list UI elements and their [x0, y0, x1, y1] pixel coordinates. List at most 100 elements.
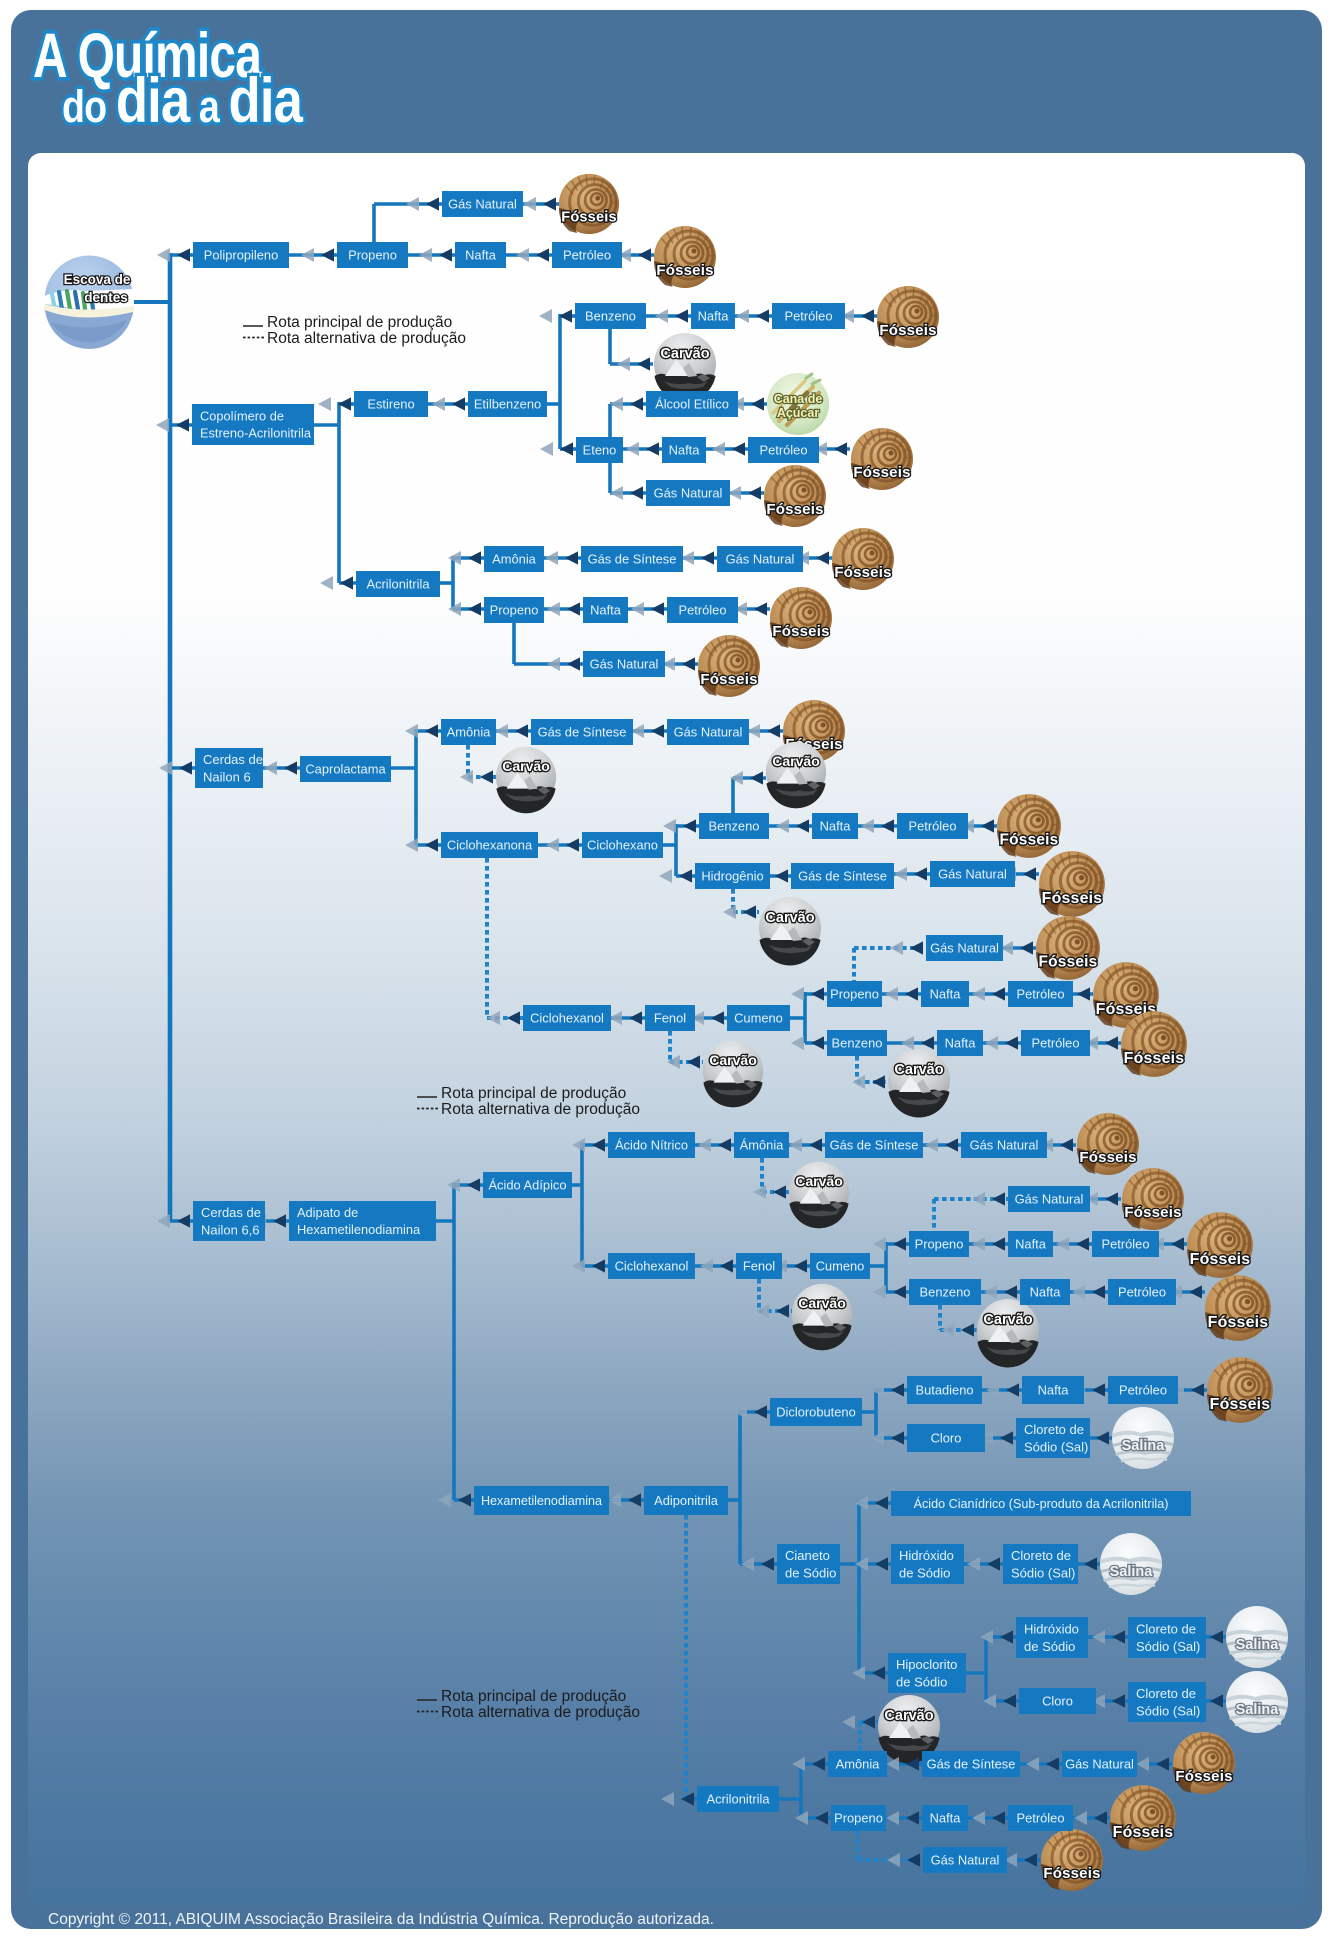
svg-text:Gás de Síntese: Gás de Síntese [588, 552, 677, 567]
svg-text:Propeno: Propeno [915, 1237, 964, 1252]
svg-text:Polipropileno: Polipropileno [204, 248, 279, 263]
svg-text:Cerdas de: Cerdas de [203, 752, 263, 767]
svg-text:Gás Natural: Gás Natural [970, 1138, 1039, 1153]
svg-text:Gás Natural: Gás Natural [930, 941, 999, 956]
svg-text:Rota alternativa de produção: Rota alternativa de produção [441, 1101, 640, 1118]
svg-text:Petróleo: Petróleo [678, 603, 726, 618]
svg-text:Sódio (Sal): Sódio (Sal) [1011, 1565, 1075, 1580]
svg-text:Copyright © 2011, ABIQUIM Asso: Copyright © 2011, ABIQUIM Associação Bra… [48, 1911, 714, 1928]
svg-text:Gás Natural: Gás Natural [726, 552, 795, 567]
svg-text:Álcool Etílico: Álcool Etílico [655, 397, 729, 412]
svg-text:Propeno: Propeno [490, 603, 539, 618]
svg-text:Nafta: Nafta [1030, 1285, 1062, 1300]
svg-text:Butadieno: Butadieno [915, 1383, 973, 1398]
svg-text:Escova de: Escova de [64, 272, 131, 287]
svg-text:Nafta: Nafta [930, 987, 962, 1002]
svg-text:Fenol: Fenol [743, 1259, 775, 1274]
svg-text:Estireno: Estireno [367, 397, 414, 412]
svg-text:de Sódio: de Sódio [1024, 1639, 1075, 1654]
svg-text:Nafta: Nafta [590, 603, 622, 618]
svg-text:Petróleo: Petróleo [1119, 1383, 1167, 1398]
svg-text:Acrilonitrila: Acrilonitrila [706, 1792, 770, 1807]
svg-text:Petróleo: Petróleo [563, 248, 611, 263]
svg-text:Acrilonitrila: Acrilonitrila [366, 577, 430, 592]
svg-text:Cumeno: Cumeno [734, 1011, 783, 1026]
svg-text:Cloro: Cloro [1042, 1694, 1073, 1709]
svg-text:Gás Natural: Gás Natural [654, 486, 723, 501]
svg-text:Nafta: Nafta [698, 309, 730, 324]
svg-text:Cumeno: Cumeno [816, 1259, 865, 1274]
svg-text:Ácido Cianídrico (Sub-produto: Ácido Cianídrico (Sub-produto da Acrilon… [914, 1496, 1169, 1511]
svg-text:Benzeno: Benzeno [585, 309, 636, 324]
svg-text:Cloreto de: Cloreto de [1136, 1686, 1196, 1701]
svg-text:Ciclohexanol: Ciclohexanol [530, 1011, 604, 1026]
svg-text:Gás Natural: Gás Natural [448, 197, 517, 212]
svg-text:Nafta: Nafta [820, 819, 852, 834]
svg-text:Copolímero de: Copolímero de [200, 409, 284, 424]
svg-text:Nafta: Nafta [669, 443, 701, 458]
svg-text:Adiponitrila: Adiponitrila [654, 1493, 719, 1508]
svg-text:Gás Natural: Gás Natural [674, 725, 743, 740]
svg-text:Adipato de: Adipato de [297, 1205, 358, 1220]
svg-text:Hexametilenodiamina: Hexametilenodiamina [297, 1222, 421, 1237]
svg-text:Gás de Síntese: Gás de Síntese [798, 869, 887, 884]
svg-text:Hexametilenodiamina: Hexametilenodiamina [481, 1494, 602, 1508]
svg-text:Ámônia: Ámônia [740, 1138, 785, 1153]
svg-text:Sódio (Sal): Sódio (Sal) [1024, 1439, 1088, 1454]
svg-text:Petróleo: Petróleo [1031, 1036, 1079, 1051]
svg-text:Rota alternativa de produção: Rota alternativa de produção [267, 330, 466, 347]
svg-text:Rota alternativa de produção: Rota alternativa de produção [441, 1704, 640, 1721]
svg-text:Caprolactama: Caprolactama [305, 762, 386, 777]
svg-text:Nafta: Nafta [945, 1036, 977, 1051]
svg-text:Hidróxido: Hidróxido [1024, 1622, 1079, 1637]
svg-text:Diclorobuteno: Diclorobuteno [776, 1405, 856, 1420]
svg-text:de Sódio: de Sódio [899, 1565, 950, 1580]
svg-text:Nailon 6,6: Nailon 6,6 [201, 1222, 260, 1237]
svg-text:Petróleo: Petróleo [759, 443, 807, 458]
svg-text:Nailon 6: Nailon 6 [203, 769, 251, 784]
svg-text:Cloreto de: Cloreto de [1011, 1548, 1071, 1563]
svg-text:Etilbenzeno: Etilbenzeno [474, 397, 541, 412]
svg-text:dentes: dentes [84, 290, 128, 305]
svg-text:Petróleo: Petróleo [1101, 1237, 1149, 1252]
svg-text:Ácido Adípico: Ácido Adípico [488, 1178, 566, 1193]
svg-text:Petróleo: Petróleo [784, 309, 832, 324]
svg-text:Ciclohexanona: Ciclohexanona [447, 838, 533, 853]
svg-text:Benzeno: Benzeno [832, 1036, 883, 1051]
svg-text:Gás Natural: Gás Natural [938, 867, 1007, 882]
svg-text:Gás de Síntese: Gás de Síntese [927, 1757, 1016, 1772]
svg-text:Propeno: Propeno [834, 1811, 883, 1826]
svg-text:Ciclohexanol: Ciclohexanol [615, 1259, 689, 1274]
svg-text:Rota principal de produção: Rota principal de produção [441, 1688, 626, 1705]
svg-text:Gás Natural: Gás Natural [1065, 1757, 1134, 1772]
svg-text:Petróleo: Petróleo [1118, 1285, 1166, 1300]
svg-text:Fenol: Fenol [654, 1011, 686, 1026]
svg-text:Nafta: Nafta [465, 248, 497, 263]
svg-text:Benzeno: Benzeno [709, 819, 760, 834]
svg-text:A Química: A Química [33, 20, 263, 91]
svg-text:Cloreto de: Cloreto de [1024, 1422, 1084, 1437]
svg-text:Ácido Nítrico: Ácido Nítrico [615, 1138, 688, 1153]
svg-text:Propeno: Propeno [348, 248, 397, 263]
svg-text:Hipoclorito: Hipoclorito [896, 1657, 957, 1672]
svg-text:Amônia: Amônia [492, 552, 537, 567]
svg-text:Gás Natural: Gás Natural [1015, 1192, 1084, 1207]
svg-text:Amônia: Amônia [836, 1757, 881, 1772]
svg-text:Petróleo: Petróleo [908, 819, 956, 834]
svg-text:Ciclohexano: Ciclohexano [587, 838, 658, 853]
svg-text:Hidrogênio: Hidrogênio [701, 869, 763, 884]
svg-text:Nafta: Nafta [930, 1811, 962, 1826]
svg-text:Gás de Síntese: Gás de Síntese [830, 1138, 919, 1153]
svg-text:Eteno: Eteno [583, 443, 617, 458]
svg-text:Sódio (Sal): Sódio (Sal) [1136, 1703, 1200, 1718]
svg-text:Gás de Síntese: Gás de Síntese [538, 725, 627, 740]
svg-text:Propeno: Propeno [830, 987, 879, 1002]
svg-text:Cloreto de: Cloreto de [1136, 1622, 1196, 1637]
svg-text:Gás Natural: Gás Natural [931, 1853, 1000, 1868]
svg-text:Rota principal de produção: Rota principal de produção [441, 1085, 626, 1102]
svg-text:Nafta: Nafta [1015, 1237, 1047, 1252]
svg-text:Hidróxido: Hidróxido [899, 1548, 954, 1563]
svg-text:Benzeno: Benzeno [920, 1285, 971, 1300]
svg-text:Cerdas de: Cerdas de [201, 1205, 261, 1220]
svg-text:Rota principal de produção: Rota principal de produção [267, 314, 452, 331]
